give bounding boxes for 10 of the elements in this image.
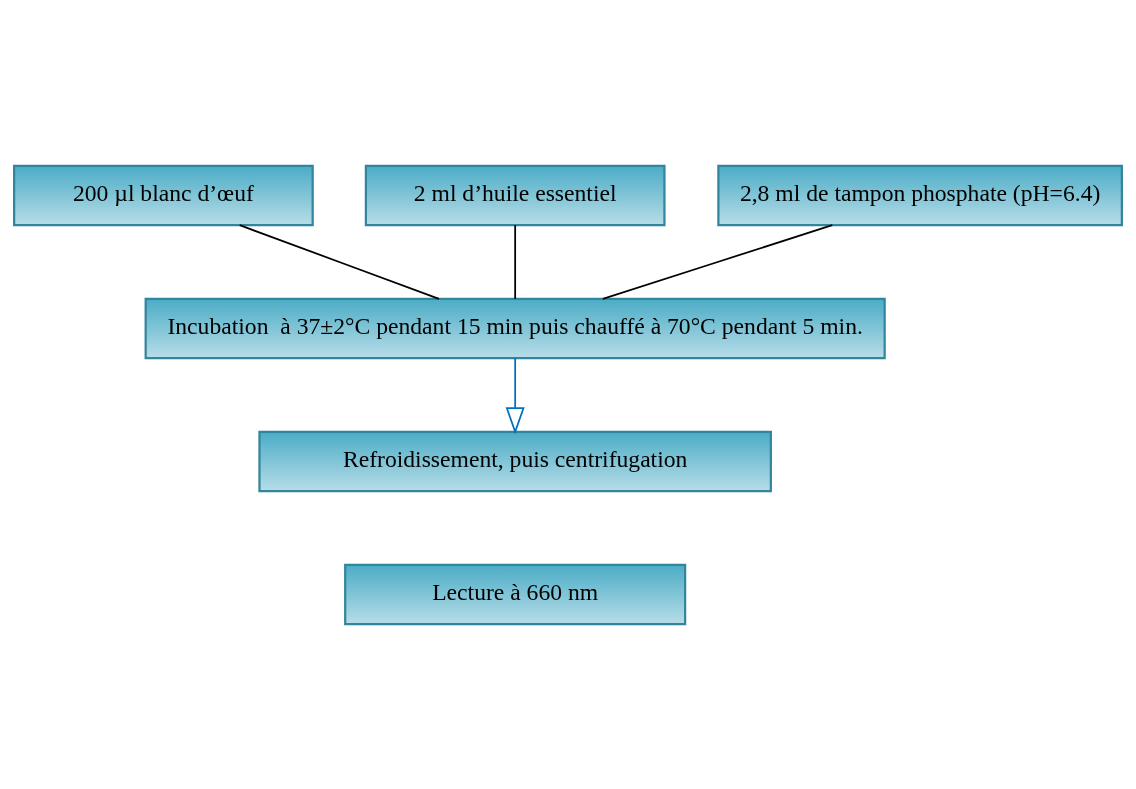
- node-box: Lecture à 660 nm: [344, 563, 687, 625]
- node-box: 2 ml d’huile essentiel: [364, 164, 666, 226]
- connector: [602, 223, 834, 300]
- connector: [514, 223, 517, 300]
- node-box: Refroidissement, puis centrifugation: [258, 430, 772, 492]
- node-box: Incubation à 37±2°C pendant 15 min puis chauffé à 70°C pendant 5 min.: [144, 297, 886, 359]
- arrow: [505, 356, 525, 435]
- node-box: 2,8 ml de tampon phosphate (pH=6.4): [717, 164, 1123, 226]
- connector: [238, 223, 440, 300]
- node-box: 200 µl blanc d’œuf: [13, 164, 314, 226]
